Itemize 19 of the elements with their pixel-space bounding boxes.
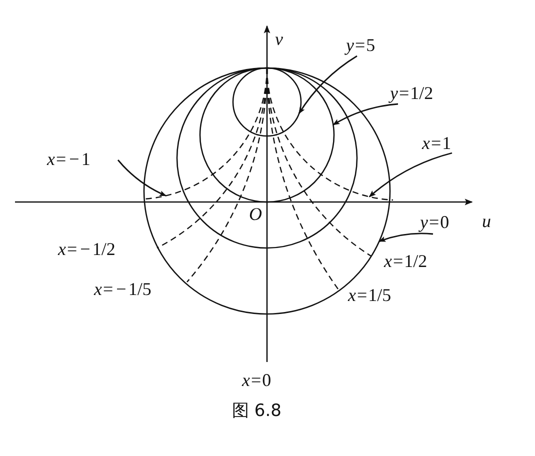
curve-label: y=0 xyxy=(420,213,450,231)
curve-label: x=0 xyxy=(242,371,272,389)
leader-arrow xyxy=(117,160,167,196)
curve-label: x=−1 xyxy=(47,150,90,168)
curve-label: x=1/5 xyxy=(348,286,392,304)
axis-label: v xyxy=(275,30,283,48)
leader-arrow xyxy=(378,232,434,242)
figure-caption: 图 6.8 xyxy=(232,403,282,420)
leader-arrow xyxy=(298,55,358,114)
leader-arrow xyxy=(332,103,398,126)
leader-arrow xyxy=(368,152,452,198)
curve-label: x=−1/2 xyxy=(58,240,116,258)
curve-label: x=1 xyxy=(422,134,452,152)
curve-label: x=1/2 xyxy=(384,252,428,270)
curve-label: y=1/2 xyxy=(390,84,434,102)
origin-label: O xyxy=(249,205,262,223)
axis-label: u xyxy=(482,212,491,230)
curve-label: x=−1/5 xyxy=(94,280,152,298)
curve-label: y=5 xyxy=(346,36,376,54)
